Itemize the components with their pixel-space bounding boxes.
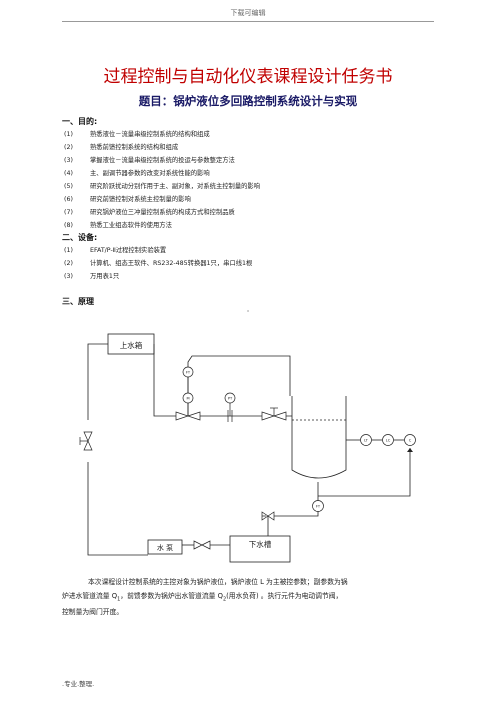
purpose-item: (8)熟悉工业组态软件的使用方法 [64,222,172,229]
level-transmitter-icon [360,434,372,446]
lc-label: LC [386,439,391,443]
page-footer: .专业.整理. [62,680,95,688]
pt-label: PT [228,397,233,401]
equipment-item: (3)万用表1只 [64,273,120,280]
diagram-dot: · [247,307,250,316]
purpose-item: (1)熟悉液位－流量串级控制系统的结构和组成 [64,131,210,138]
principle-paragraph: 本次课程设计控制系统的主控对象为锅炉液位，锅炉液位 L 为主被控参数；副参数为锅… [62,576,436,620]
ft-bottom-label: FT [316,505,321,509]
purpose-item: (6)研究前馈控制对系统主控制量的影响 [64,196,191,203]
section-principle-heading: 三、原理 [62,297,94,306]
header-divider [62,21,434,22]
c-label: C [409,439,412,443]
purpose-item: (4)主、副调节器参数的改变对系统性能的影响 [64,170,210,177]
controller-icon [404,434,416,446]
pump-box [147,539,183,555]
purpose-item: (3)掌握液位－流量串级控制系统的投运与参数整定方法 [64,157,235,164]
paragraph-line: 控制量为阀门开度。 [62,608,124,617]
pump-label: 水 泵 [157,543,173,552]
equipment-item: (1)EFAT/P-Ⅱ过程控制实验装置 [64,247,167,254]
purpose-item: (5)研究阶跃扰动分别作用于主、副对象，对系统主控制量的影响 [64,183,261,190]
upper-tank-label: 上水箱 [120,340,143,350]
purpose-item: (7)研究锅炉液位三冲量控制系统的构成方式和控制品质 [64,209,235,216]
lower-tank-box [229,535,291,563]
valve-icon [175,411,201,421]
ft-top-label: FT [186,371,191,375]
level-controller-icon [382,434,394,446]
document-title: 过程控制与自动化仪表课程设计任务书 [103,67,393,87]
lt-label: LT [364,439,369,443]
purpose-item: (2)熟悉前馈控制系统的结构和组成 [64,144,179,151]
valve-icon [261,511,275,521]
boiler-vessel [291,396,347,479]
section-purpose-heading: 一、目的: [62,117,98,126]
valve-icon [193,540,211,550]
outlet-flow-transmitter-icon [312,500,324,512]
m-label: M [186,397,189,401]
section-equipment-heading: 二、设备: [62,233,98,242]
equipment-item: (2)计算机、组态王软件、RS232-485转换器1只，串口线1根 [64,260,253,267]
lower-tank-label: 下水槽 [249,539,272,549]
document-subtitle: 题目：锅炉液位多回路控制系统设计与实现 [138,94,358,108]
paragraph-line: 本次课程设计控制系统的主控对象为锅炉液位，锅炉液位 L 为主被控参数；副参数为锅 [88,578,348,586]
paragraph-line: 炉进水管道流量 Q1，前馈参数为锅炉出水管道流量 Q2(用水负荷) 。执行元件为… [62,591,343,602]
page-header: 下载可编辑 [230,9,266,17]
